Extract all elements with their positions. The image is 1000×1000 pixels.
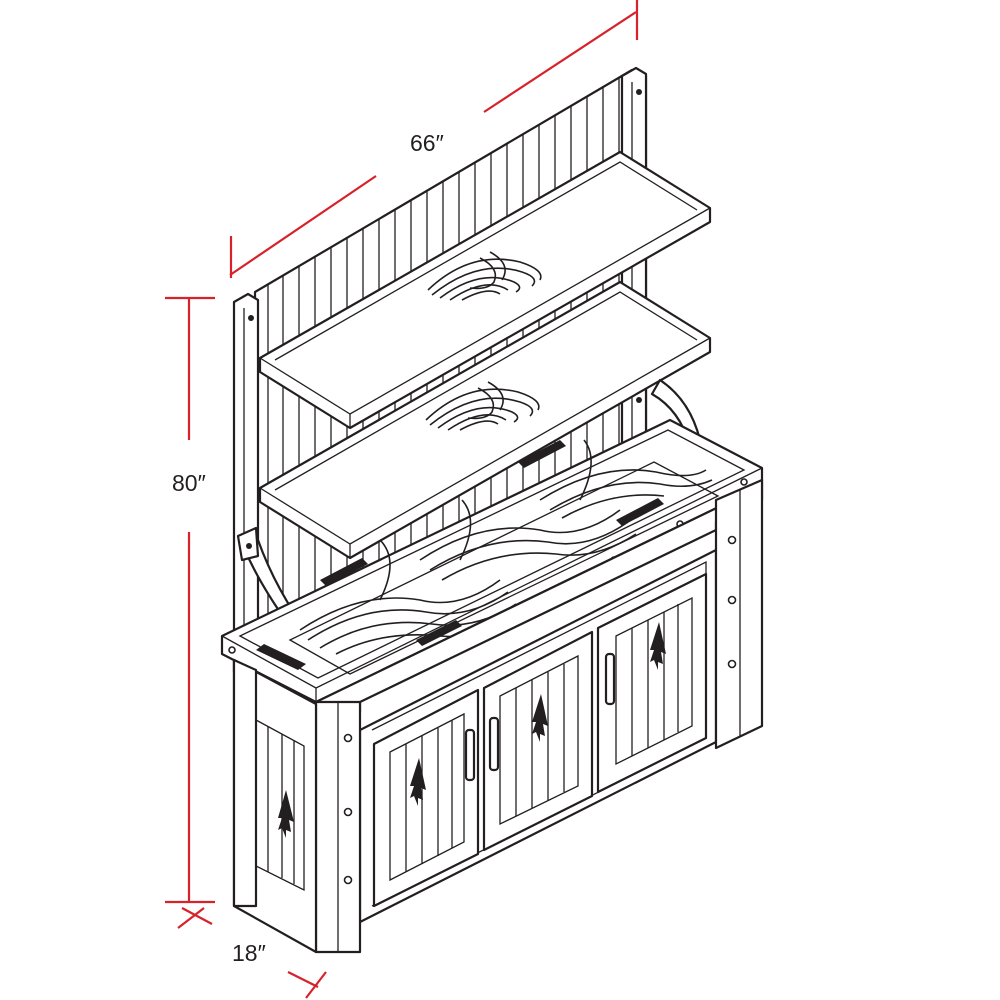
door-center [482, 630, 594, 852]
dimension-depth [177, 907, 327, 999]
upper-shelf [258, 150, 712, 430]
wood-grain-icon [299, 439, 713, 655]
door-pull-icon [488, 716, 500, 772]
arrow-knot-icon [532, 694, 548, 742]
depth-label: 18″ [232, 940, 266, 966]
height-label: 80″ [172, 470, 206, 496]
lower-shelf [258, 280, 712, 560]
front-left-leg [314, 700, 362, 954]
front-right-leg [714, 478, 764, 750]
door-left [372, 688, 480, 908]
door-pull-icon [464, 728, 476, 782]
dimension-height [165, 296, 215, 904]
arrow-knot-icon [278, 790, 294, 838]
door-right [596, 572, 708, 794]
wood-grain-icon [427, 251, 542, 301]
width-label: 66″ [410, 130, 444, 156]
hutch-right-post [620, 66, 648, 480]
side-panel [232, 658, 318, 954]
door-pull-icon [604, 652, 616, 706]
arrow-knot-icon [650, 622, 666, 670]
wood-grain-icon [425, 381, 540, 431]
arrow-knot-icon [410, 758, 426, 806]
dimension-width [229, 0, 639, 278]
